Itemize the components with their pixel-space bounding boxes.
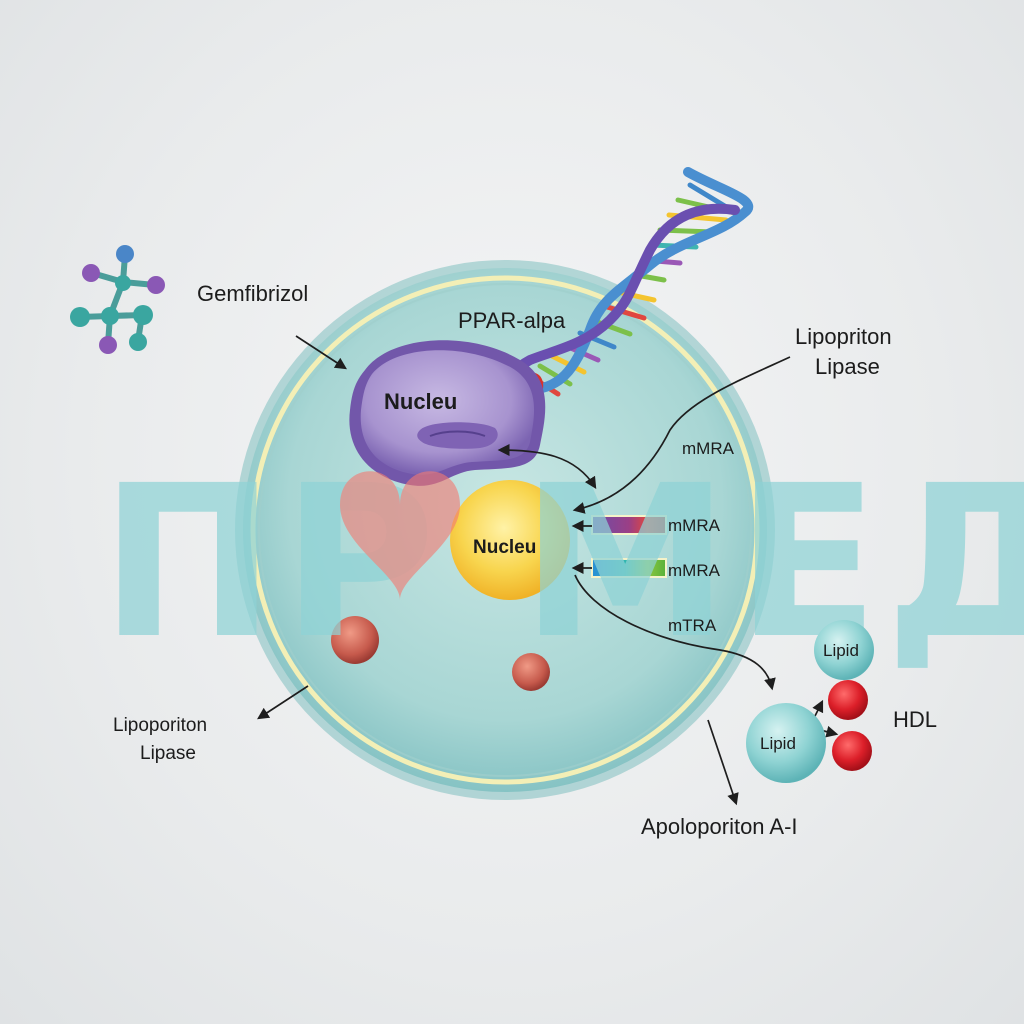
hdl-particle-2: [832, 731, 872, 771]
cell-membrane: [250, 275, 760, 785]
arrow-nucleus-link: [497, 444, 597, 490]
label-mmra-2: mMRA: [668, 516, 721, 535]
label-lipid-2: Lipid: [760, 734, 796, 753]
arrow-gemfibrizol: [295, 335, 347, 370]
molecule-icon: [70, 245, 165, 354]
label-apolipoprotein: Apoloporiton A-I: [641, 814, 798, 839]
top-nucleus: [349, 340, 546, 486]
label-nucleus-center: Nucleu: [473, 537, 536, 558]
label-hdl: HDL: [893, 707, 937, 732]
center-nucleus: [450, 480, 570, 600]
granule: [331, 616, 379, 664]
label-mtra: mTRA: [668, 616, 717, 635]
label-lipid-1: Lipid: [823, 641, 859, 660]
arrow-mtra: [574, 574, 776, 691]
label-lipoprotein-left-1: Lipoporiton: [113, 715, 207, 736]
label-gemfibrizol: Gemfibrizol: [197, 281, 308, 306]
heart-icon: [340, 471, 460, 600]
hdl-particle-1: [828, 680, 868, 720]
hdl-cluster: [746, 620, 874, 783]
mrna-bars: [591, 515, 667, 578]
lipid-particle-2: [746, 703, 826, 783]
label-lipoprotein-left-2: Lipase: [140, 743, 196, 764]
label-nucleus-top: Nucleu: [384, 389, 457, 414]
label-ppar: PPAR-alpa: [458, 308, 566, 333]
label-mmra-3: mMRA: [668, 561, 721, 580]
label-lipoprotein-right-2: Lipase: [815, 354, 880, 379]
watermark: ПР МЕД: [100, 440, 1024, 685]
arrow-apolipoprotein: [707, 719, 739, 806]
arrow-lipoprotein-left: [257, 685, 309, 720]
lipid-particle-1: [814, 620, 874, 680]
mrna-bar-1: [591, 515, 667, 535]
label-lipoprotein-right-1: Lipopriton: [795, 324, 892, 349]
label-mmra-1: mMRA: [682, 439, 735, 458]
arrow-lipoprotein-right: [572, 356, 791, 514]
granule: [512, 653, 550, 691]
watermark-text: ПР МЕД: [100, 440, 1024, 685]
